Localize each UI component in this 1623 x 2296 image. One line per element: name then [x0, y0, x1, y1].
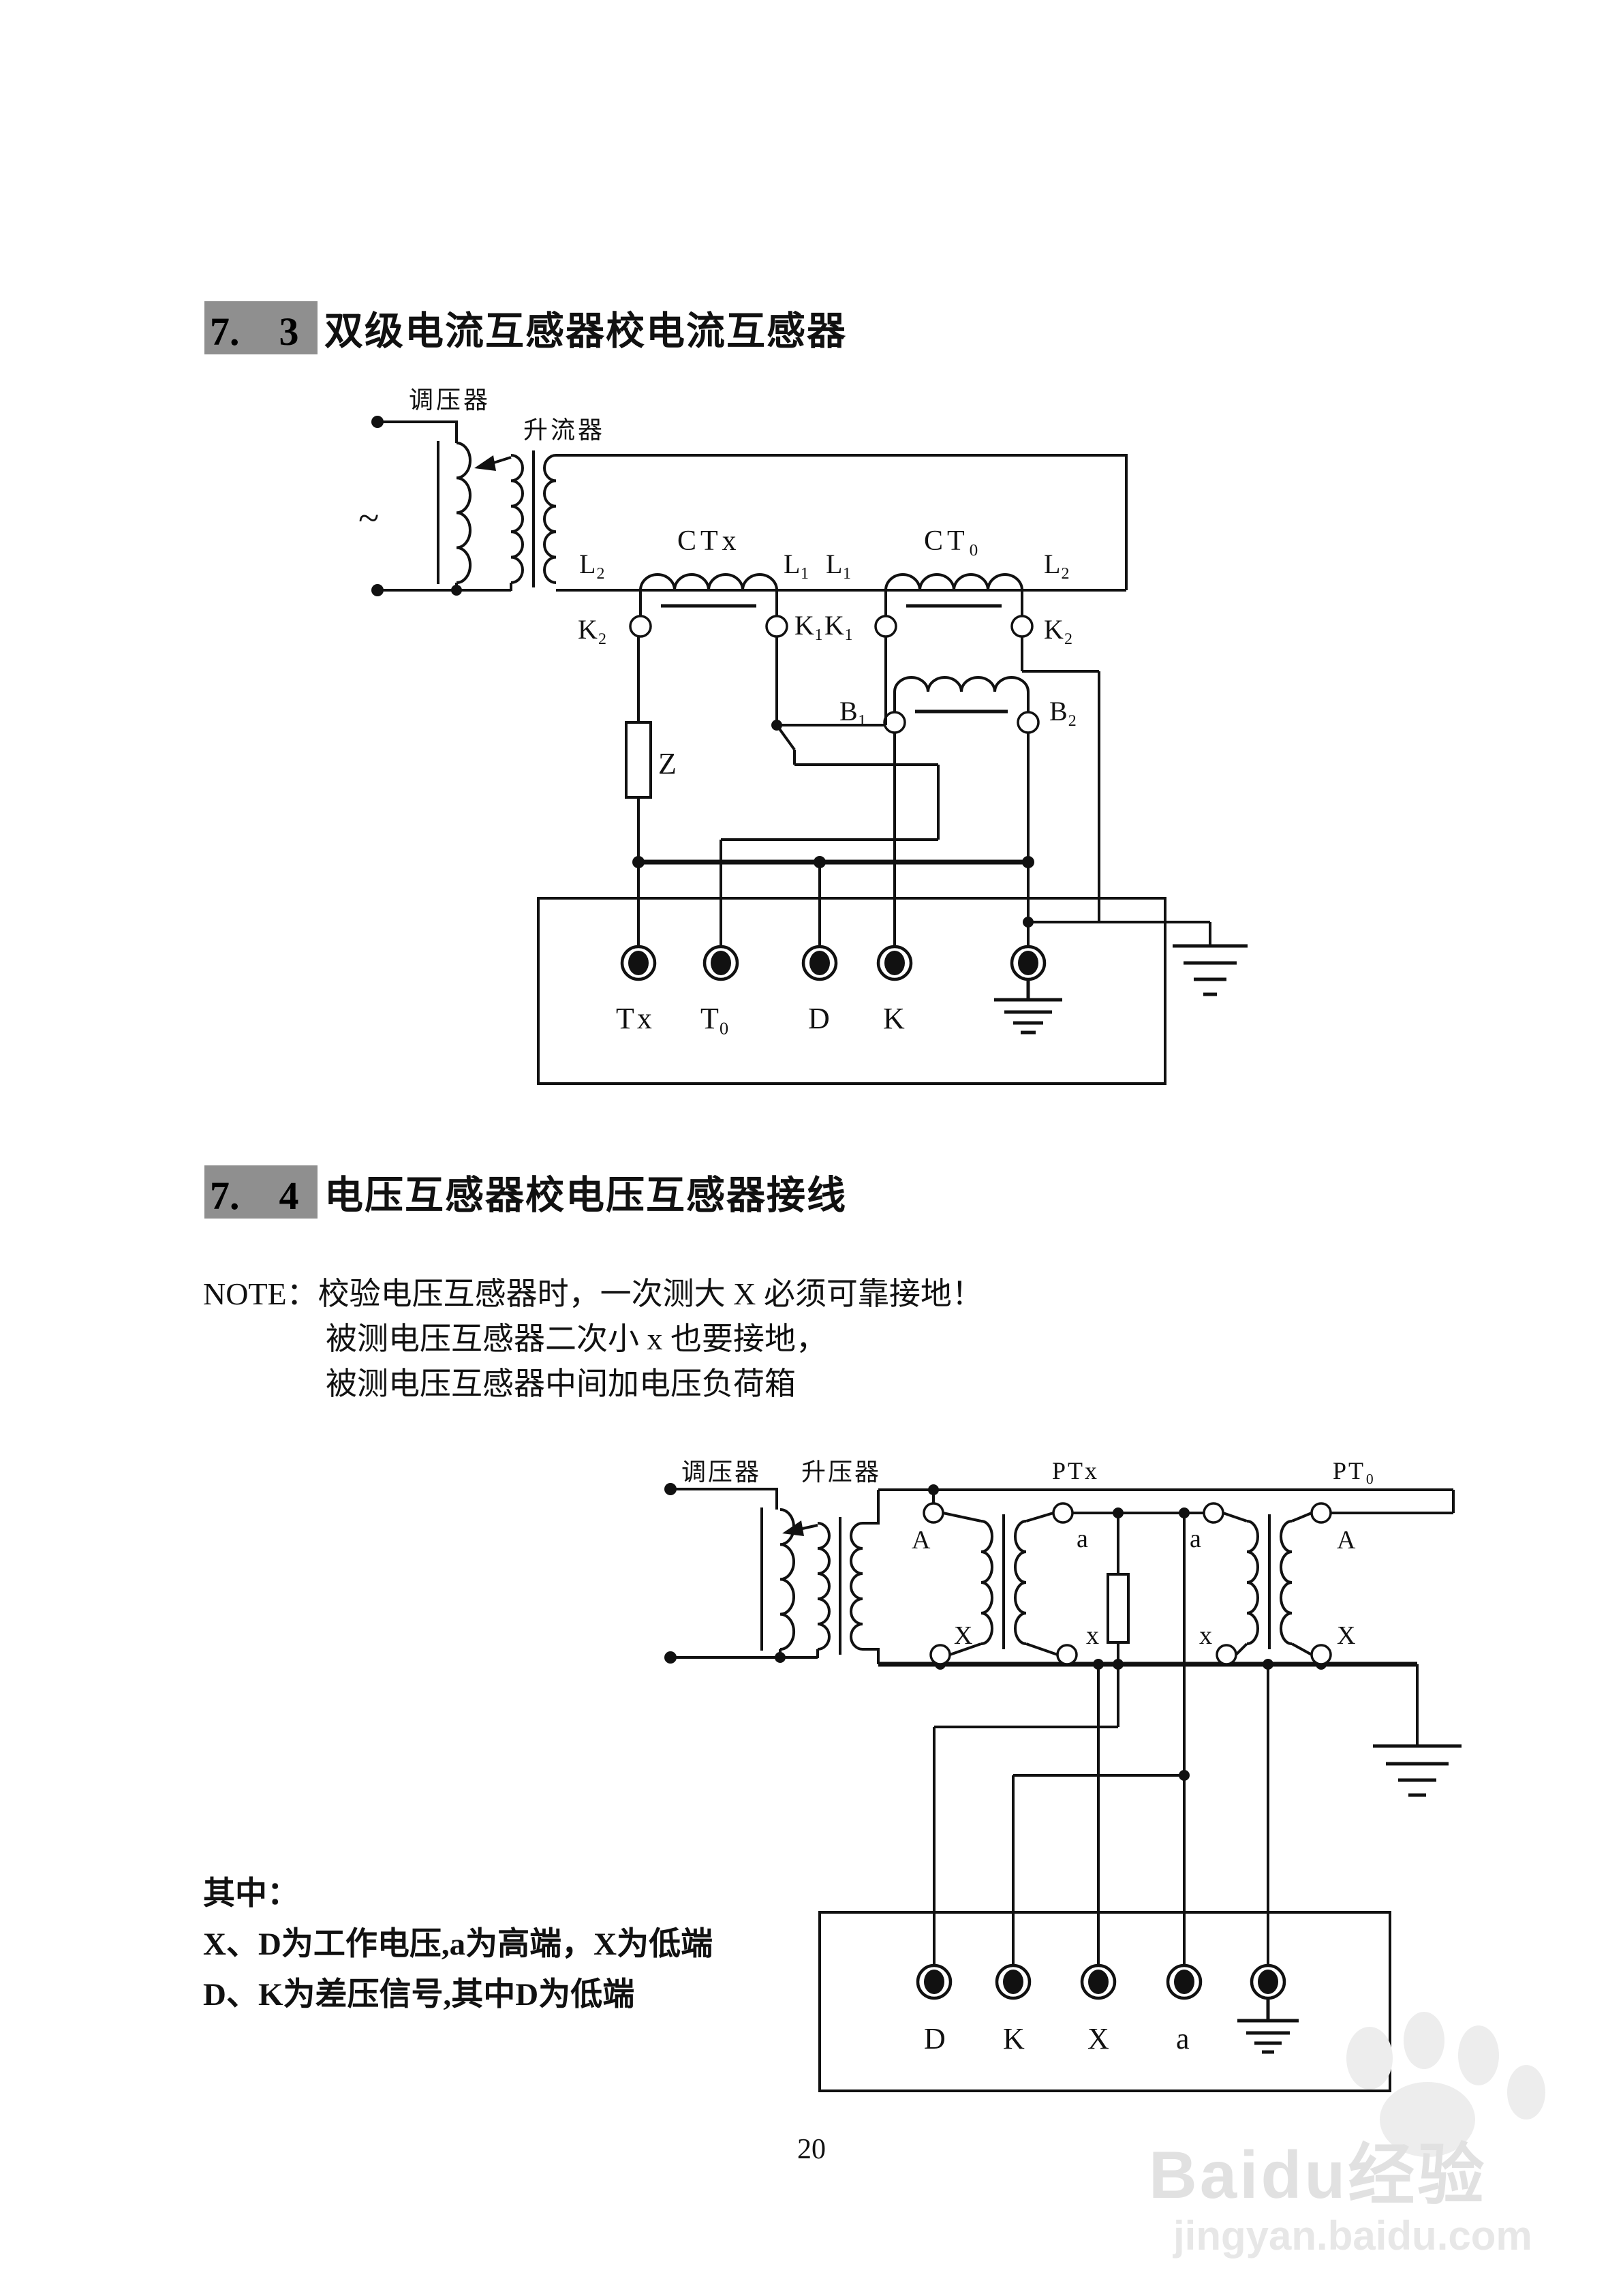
terminal-box: D K X a	[818, 1911, 1391, 2092]
ptx-transformer: PTx A X a x	[912, 1457, 1099, 1666]
section-heading-7-4: 7. 4 电压互感器校电压互感器接线	[204, 1165, 847, 1219]
regulator-label: 调压器	[409, 386, 491, 414]
ctx-l2-label: L₂	[579, 549, 605, 579]
regulator-tap-arrow	[782, 1520, 804, 1536]
ct0-k2-label: K₂	[1044, 614, 1073, 645]
terminal-a-label: a	[1176, 2022, 1190, 2055]
terminal-jack-d	[801, 945, 838, 981]
section-title: 电压互感器校电压互感器接线	[324, 1174, 847, 1217]
pt0-title: PT₀	[1333, 1457, 1376, 1484]
legend-title: 其中：	[203, 1876, 299, 1912]
pt0-a-lower-label: a	[1190, 1525, 1201, 1553]
voltage-booster: 升压器	[801, 1458, 881, 1664]
ptx-x-lower-label: x	[1086, 1621, 1099, 1650]
terminal-jack-d	[916, 1963, 953, 2000]
booster-label: 升流器	[523, 416, 605, 444]
ctx-l1-label: L₁	[784, 549, 809, 579]
ctx-k1-label: K₁	[794, 610, 824, 641]
middle-divider-resistor	[1072, 1507, 1204, 1664]
b2-label: B₂	[1049, 696, 1077, 726]
section-heading-7-3: 7. 3 双级电流互感器校电流互感器	[204, 301, 847, 354]
terminal-x-label: X	[1087, 2022, 1109, 2055]
terminal-d-label: D	[924, 2022, 946, 2055]
ptx-x-upper-label: X	[954, 1621, 972, 1650]
ground-symbol-right	[1173, 944, 1248, 996]
secondary-wiring	[933, 1513, 1269, 1965]
ground-symbol-right	[1373, 1744, 1462, 1797]
section-title: 双级电流互感器校电流互感器	[324, 310, 847, 353]
terminal-jack-k	[876, 945, 913, 981]
regulator-coil	[456, 442, 472, 584]
regulator-coil	[779, 1508, 796, 1651]
ct0-k1-label: K₁	[824, 610, 854, 641]
terminal-tx-label: Tx	[616, 1002, 655, 1035]
legend-block: 其中： X、D为工作电压,a为高端，X为低端 D、K为差压信号,其中D为低端	[203, 1869, 713, 2020]
watermark-paw-icon	[1346, 2012, 1545, 2157]
pt0-a-upper-label: A	[1337, 1526, 1356, 1555]
ct-calibration-diagram: ~ 调压器 升流器 CTx L₂ L₁ K₂ K₁	[358, 386, 1248, 1085]
ct0-title: CT₀	[924, 525, 983, 557]
terminal-k-label: K	[1003, 2022, 1025, 2055]
terminal-jack-k	[995, 1963, 1032, 2000]
ct0-transformer: CT₀ L₁ L₂ K₁ K₂	[824, 525, 1073, 645]
pt0-transformer: PT₀ a x A X	[1190, 1457, 1455, 1666]
ctx-k2-label: K₂	[578, 614, 607, 645]
terminal-d-label: D	[808, 1002, 830, 1035]
note-line-2: 被测电压互感器二次小 x 也要接地，	[326, 1321, 827, 1356]
earth-connection	[1023, 917, 1248, 996]
note-block: NOTE：校验电压互感器时，一次测大 X 必须可靠接地！ 被测电压互感器二次小 …	[203, 1272, 983, 1407]
regulator-label: 调压器	[681, 1458, 761, 1486]
terminal-jack-ground	[1010, 945, 1047, 981]
ptx-a-lower-label: a	[1077, 1525, 1088, 1553]
source-symbol: ~	[358, 498, 379, 540]
ct0-l1-label: L₁	[826, 549, 852, 579]
ground-symbol-internal	[994, 979, 1062, 1035]
legend-line-2: D、K为差压信号,其中D为低端	[203, 1977, 635, 2012]
pt0-x-lower-label: x	[1199, 1621, 1212, 1650]
ptx-title: PTx	[1052, 1457, 1099, 1484]
terminal-k-label: K	[883, 1002, 905, 1035]
page-number: 20	[797, 2134, 826, 2165]
legend-line-1: X、D为工作电压,a为高端，X为低端	[203, 1927, 713, 1962]
section-number-badge: 7. 4	[204, 1165, 318, 1219]
earth-connection	[1373, 1664, 1462, 1797]
note-line-1: NOTE：校验电压互感器时，一次测大 X 必须可靠接地！	[203, 1276, 983, 1311]
terminal-box: Tx T₀ D K	[537, 897, 1166, 1085]
ptx-a-upper-label: A	[912, 1526, 931, 1555]
ctx-transformer: CTx L₂ L₁ K₂ K₁	[578, 525, 824, 645]
source-and-regulator: ~ 调压器	[358, 386, 512, 596]
current-booster: 升流器	[510, 416, 1128, 592]
note-line-3: 被测电压互感器中间加电压负荷箱	[326, 1366, 796, 1401]
watermark-brand: Baidu经验	[1149, 2137, 1487, 2212]
terminal-jack-ground	[1250, 1963, 1286, 2000]
terminal-jack-t0	[702, 945, 739, 981]
section-number-badge: 7. 3	[204, 301, 318, 354]
ct0-l2-label: L₂	[1044, 549, 1070, 579]
terminal-t0-label: T₀	[700, 1002, 729, 1035]
pt-calibration-diagram: 调压器 升压器	[664, 1457, 1462, 2092]
source-and-regulator: 调压器	[664, 1458, 819, 1664]
regulator-tap-arrow	[474, 455, 496, 471]
ctx-title: CTx	[677, 525, 741, 557]
burden-impedance: Z	[625, 637, 677, 948]
booster-label: 升压器	[801, 1458, 881, 1486]
terminal-jack-tx	[620, 945, 657, 981]
terminal-jack-x	[1080, 1963, 1117, 2000]
burden-label: Z	[658, 747, 677, 780]
terminal-jack-a	[1166, 1963, 1203, 2000]
ground-symbol-internal	[1237, 1998, 1299, 2054]
pt0-x-upper-label: X	[1337, 1621, 1355, 1650]
secondary-wiring	[632, 637, 1100, 963]
watermark-url: jingyan.baidu.com	[1173, 2213, 1532, 2259]
b1-label: B₁	[839, 696, 867, 726]
